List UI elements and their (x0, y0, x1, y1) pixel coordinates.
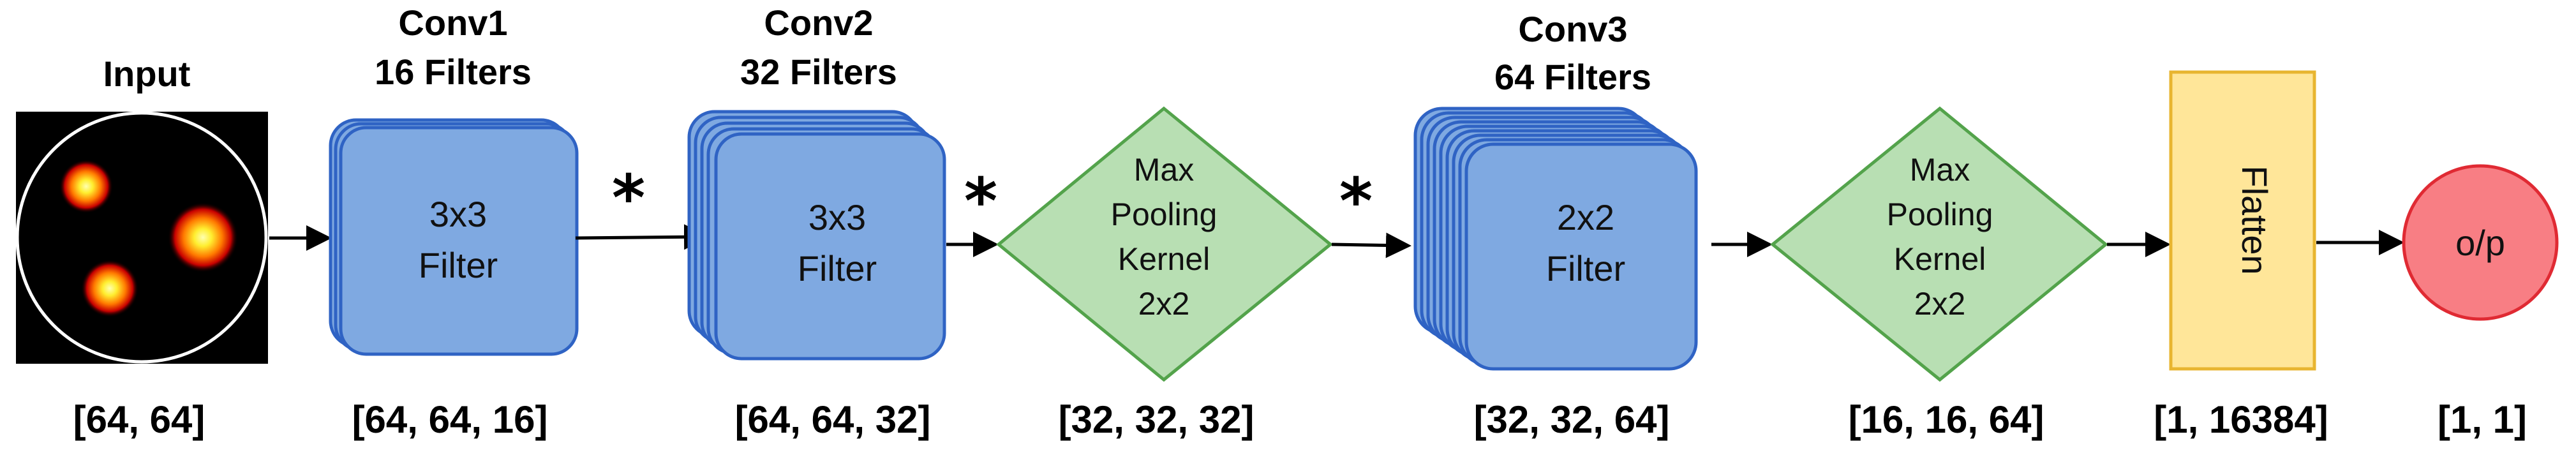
pool2-line2: Pooling (1887, 197, 1993, 232)
pool1-dims: [32, 32, 32] (1059, 398, 1254, 441)
output-label: o/p (2455, 223, 2505, 263)
pool2-dims: [16, 16, 64] (1849, 398, 2044, 441)
activation-star-3: * (1339, 164, 1373, 239)
conv2-filter-stack (687, 110, 946, 361)
conv3-dims: [32, 32, 64] (1474, 398, 1670, 441)
conv2-kernel-label: Filter (798, 248, 877, 288)
conv1-title-line1: Conv1 (398, 3, 507, 43)
conv1-dims: [64, 64, 16] (352, 398, 548, 441)
conv2-title-line1: Conv2 (764, 3, 873, 43)
pool1-line1: Max (1134, 152, 1194, 188)
flatten-dims: [1, 16384] (2154, 398, 2328, 441)
conv1-title-line2: 16 Filters (375, 52, 532, 92)
arrow-pool1-conv3 (1331, 232, 1411, 258)
pool2-line4: 2x2 (1914, 286, 1966, 322)
flatten-label: Flatten (2235, 165, 2275, 274)
conv2-title-line2: 32 Filters (740, 52, 897, 92)
conv1-filter-stack (329, 118, 579, 356)
output-node (2402, 164, 2559, 321)
activation-star-2: * (964, 164, 997, 239)
conv3-title-line2: 64 Filters (1494, 57, 1651, 97)
pool1-line2: Pooling (1111, 197, 1217, 232)
conv2-kernel-size: 3x3 (808, 197, 866, 237)
conv3-kernel-label: Filter (1546, 248, 1625, 288)
conv3-kernel-size: 2x2 (1557, 197, 1614, 237)
conv1-kernel-label: Filter (419, 245, 498, 285)
activation-star-1: * (612, 161, 645, 235)
pool2-line3: Kernel (1894, 241, 1986, 277)
pool1-diamond (996, 106, 1333, 382)
input-title: Input (103, 54, 191, 94)
conv3-filter-stack (1413, 107, 1698, 371)
input-image (15, 111, 268, 364)
arrow-conv1-conv2 (575, 224, 710, 250)
pool2-line1: Max (1910, 152, 1970, 188)
conv1-kernel-size: 3x3 (429, 194, 487, 234)
pool2-diamond (1770, 106, 2108, 382)
output-dims: [1, 1] (2438, 398, 2527, 441)
input-dims: [64, 64] (73, 398, 205, 441)
conv3-title-line1: Conv3 (1518, 9, 1627, 49)
flatten-box (2169, 70, 2316, 371)
conv2-dims: [64, 64, 32] (735, 398, 931, 441)
pool1-line4: 2x2 (1138, 286, 1190, 322)
pool1-line3: Kernel (1118, 241, 1210, 277)
